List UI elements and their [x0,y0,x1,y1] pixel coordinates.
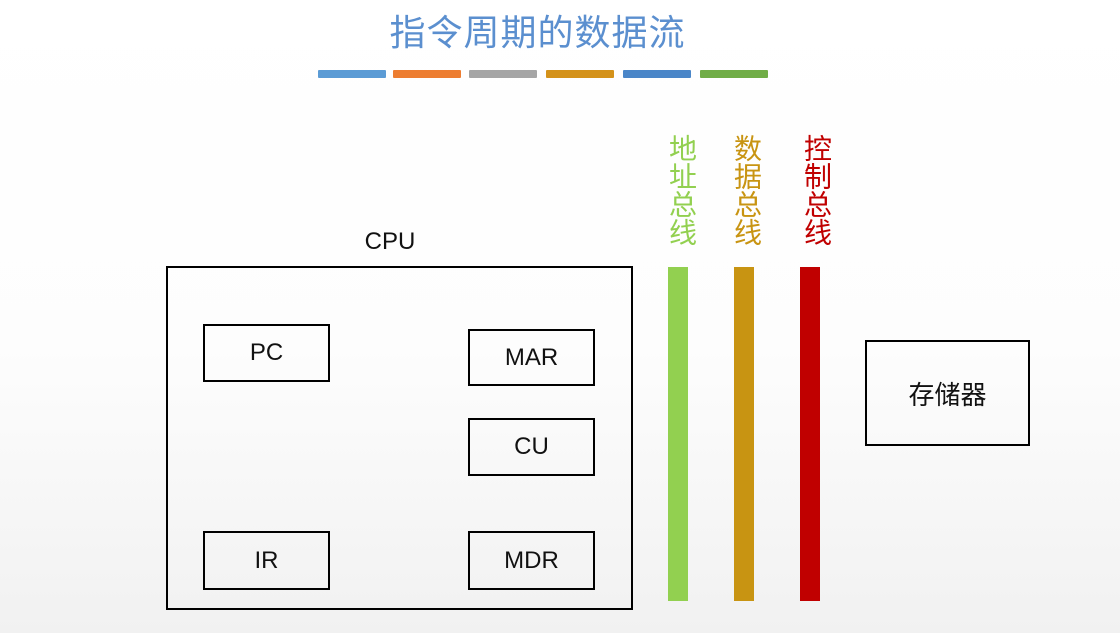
cu-control-unit: CU [468,418,595,476]
mdr-register: MDR [468,531,595,590]
page-title: 指令周期的数据流 [389,13,686,54]
address-bus-label: 地址总线 [665,134,698,246]
decor-bar-orange [393,70,461,78]
decor-bar-green [700,70,768,78]
control-bus [800,267,820,601]
decor-bar-steel-blue [623,70,691,78]
decor-bar-gray [469,70,537,78]
control-bus-label: 控制总线 [800,134,833,246]
ir-register: IR [203,531,330,590]
cpu-box [166,266,633,610]
address-bus [668,267,688,601]
pc-register: PC [203,324,330,382]
decor-bar-gold [546,70,614,78]
memory-box: 存储器 [865,340,1030,446]
data-bus [734,267,754,601]
data-bus-label: 数据总线 [730,134,763,246]
cpu-label: CPU [364,228,416,255]
mar-register: MAR [468,329,595,386]
decor-bar-blue [318,70,386,78]
